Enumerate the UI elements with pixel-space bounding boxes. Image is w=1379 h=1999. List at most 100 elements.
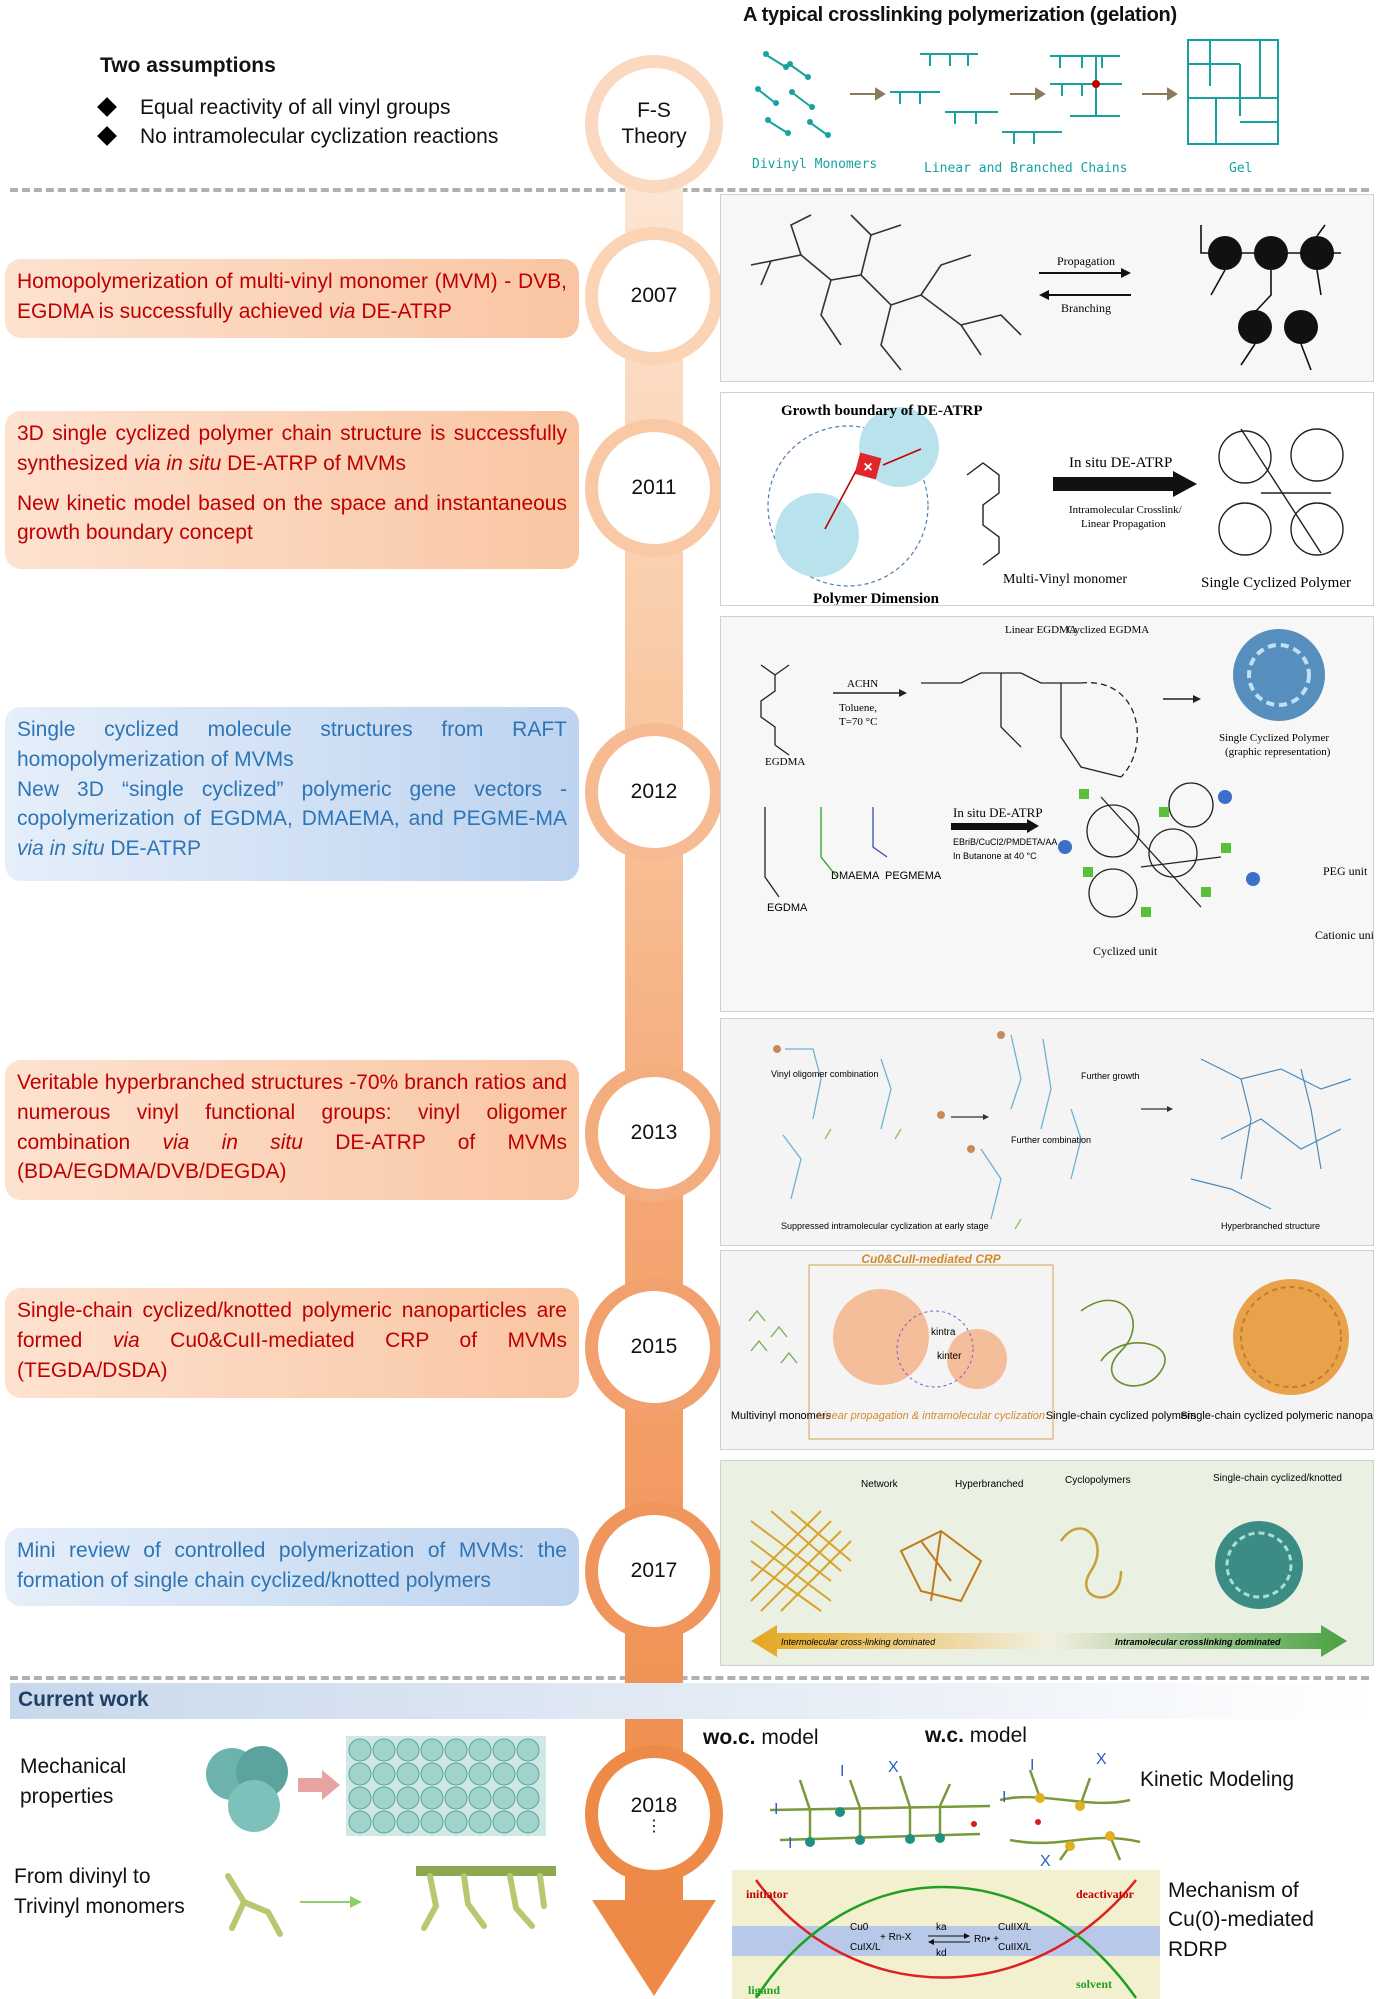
timeline-node-2018: 2018 ⋮ xyxy=(585,1745,723,1883)
label-egdma: EGDMA xyxy=(765,756,805,768)
label-initiator: initiator xyxy=(746,1887,789,1901)
mechanical-properties-figure xyxy=(206,1736,546,1836)
nanoparticle-cell xyxy=(348,1810,372,1834)
label-conditions-1: EBriB/CuCl2/PMDETA/AA xyxy=(953,837,1057,847)
svg-text:I: I xyxy=(774,1801,778,1818)
timeline-node-2017: 2017 xyxy=(585,1502,723,1640)
nanoparticle-cell xyxy=(516,1738,540,1762)
label-branching: Branching xyxy=(1061,301,1111,315)
label-network: Network xyxy=(861,1479,899,1490)
timeline-arrowhead xyxy=(592,1900,716,1996)
label-nanoparticles: Single-chain cyclized polymeric nanopart… xyxy=(1180,1410,1374,1422)
nanoparticle-cell xyxy=(372,1762,396,1786)
nanoparticle-cell xyxy=(516,1810,540,1834)
event-2013: Veritable hyperbranched structures -70% … xyxy=(5,1060,579,1200)
nanoparticle-cell xyxy=(516,1786,540,1810)
timeline-node-2007: 2007 xyxy=(585,227,723,365)
divider-bottom xyxy=(10,1676,1369,1680)
nanoparticle-cell xyxy=(372,1786,396,1810)
assumptions-title: Two assumptions xyxy=(100,54,276,77)
label-cyclopolymers: Cyclopolymers xyxy=(1065,1475,1131,1486)
nanoparticle-cell xyxy=(468,1738,492,1762)
label-suppressed: Suppressed intramolecular cyclization at… xyxy=(781,1221,989,1231)
figure-2015: Cu0&CuII-mediated CRP Multivinyl monomer… xyxy=(720,1250,1374,1450)
label-hyperbranched: Hyperbranched xyxy=(955,1479,1023,1490)
label-divinyl-trivinyl: From divinyl to Trivinyl monomers xyxy=(14,1865,185,1919)
event-text: 3D single cyclized polymer chain structu… xyxy=(17,422,567,475)
label-rn: Rn• + xyxy=(974,1934,999,1945)
label-further-combination: Further combination xyxy=(1011,1135,1091,1145)
label-hyperbranched-structure: Hyperbranched structure xyxy=(1221,1221,1320,1231)
current-work-title: Current work xyxy=(18,1688,149,1711)
label-toluene: Toluene, xyxy=(839,702,877,714)
nanoparticle-cell xyxy=(348,1786,372,1810)
nanoparticle-cell xyxy=(372,1810,396,1834)
divider-top xyxy=(10,188,1369,192)
nanoparticle-cell xyxy=(420,1810,444,1834)
nanoparticle-cell xyxy=(444,1810,468,1834)
label-intramolecular-dominated: Intramolecular crosslinking dominated xyxy=(1115,1637,1281,1647)
label-single-chain-knotted: Single-chain cyclized/knotted xyxy=(1213,1473,1342,1484)
label-gel: Gel xyxy=(1229,161,1253,176)
label-cyclized-egdma: Cyclized EGDMA xyxy=(1067,624,1149,636)
nanoparticle-cell xyxy=(348,1738,372,1762)
label-ka: ka xyxy=(936,1922,947,1933)
label-conditions-2: In Butanone at 40 °C xyxy=(953,851,1037,861)
label-solvent: solvent xyxy=(1076,1977,1112,1991)
label-multivinyl-monomers: Multivinyl monomers xyxy=(731,1410,832,1422)
label-mechanism: Mechanism of Cu(0)-mediated RDRP xyxy=(1168,1879,1314,1961)
event-2017: Mini review of controlled polymerization… xyxy=(5,1528,579,1606)
label-rnx: + Rn-X xyxy=(880,1932,912,1943)
label-peg-unit: PEG unit xyxy=(1323,864,1368,878)
label-mechanical: Mechanical properties xyxy=(20,1755,127,1809)
nanoparticle-cell xyxy=(420,1762,444,1786)
label-linear-egdma: Linear EGDMA xyxy=(1005,624,1077,636)
label-divinyl: Divinyl Monomers xyxy=(752,157,878,172)
label-ligand: ligand xyxy=(748,1983,780,1997)
label-kinter: kinter xyxy=(937,1351,962,1362)
event-2012: Single cyclized molecule structures from… xyxy=(5,707,579,881)
nanoparticle-cell xyxy=(468,1786,492,1810)
event-text: New kinetic model based on the space and… xyxy=(17,491,567,545)
event-2015: Single-chain cyclized/knotted polymeric … xyxy=(5,1288,579,1398)
label-propagation: Propagation xyxy=(1057,254,1115,268)
svg-text:I: I xyxy=(1002,1789,1006,1806)
event-text: Homopolymerization of multi-vinyl monome… xyxy=(17,270,567,323)
timeline-node-2012: 2012 xyxy=(585,723,723,861)
nanoparticle-cell xyxy=(444,1738,468,1762)
label-kintra: kintra xyxy=(931,1327,956,1338)
label-polymer-dimension: Polymer Dimension xyxy=(813,591,940,606)
label-vinyl-oligomer: Vinyl oligomer combination xyxy=(771,1069,878,1079)
timeline-node-2011: 2011 xyxy=(585,419,723,557)
nanoparticle-cell xyxy=(372,1738,396,1762)
diamond-bullet-icon xyxy=(97,126,117,146)
nanoparticle-cell xyxy=(396,1762,420,1786)
label-wc-model: w.c. model xyxy=(925,1724,1027,1747)
nanoparticle-cell xyxy=(396,1738,420,1762)
event-text: Single cyclized molecule structures from… xyxy=(17,718,567,771)
label-multivinyl: Multi-Vinyl monomer xyxy=(1003,572,1127,587)
nanoparticle-cell xyxy=(492,1810,516,1834)
nanoparticle-cell xyxy=(420,1786,444,1810)
svg-text:X: X xyxy=(888,1759,899,1776)
event-text: New 3D “single cyclized” polymeric gene … xyxy=(17,777,567,861)
nanoparticle-cell xyxy=(396,1810,420,1834)
label-crp-title: Cu0&CuII-mediated CRP xyxy=(861,1252,1001,1266)
event-text: Mini review of controlled polymerization… xyxy=(17,1539,567,1592)
event-text: Single-chain cyclized/knotted polymeric … xyxy=(17,1299,567,1382)
nanoparticle-cell xyxy=(468,1762,492,1786)
svg-text:I: I xyxy=(1030,1757,1034,1774)
assumption-item: No intramolecular cyclization reactions xyxy=(97,125,498,149)
label-linear-propagation: Linear Propagation xyxy=(1081,518,1166,530)
figure-2013: Vinyl oligomer combination Further growt… xyxy=(720,1018,1374,1246)
mechanism-figure: initiator deactivator ligand solvent Cu0… xyxy=(732,1870,1160,1999)
assumption-item: Equal reactivity of all vinyl groups xyxy=(97,96,450,120)
label-insitu-deatrp: In situ DE-ATRP xyxy=(1069,455,1172,471)
nanoparticle-cell xyxy=(492,1738,516,1762)
nanoparticle-cell xyxy=(516,1762,540,1786)
label-intermolecular: Intermolecular cross-linking dominated xyxy=(781,1637,936,1647)
label-linear-branched: Linear and Branched Chains xyxy=(924,161,1128,176)
figure-2017: Network Hyperbranched Cyclopolymers Sing… xyxy=(720,1460,1374,1666)
timeline-node-2013: 2013 xyxy=(585,1064,723,1202)
